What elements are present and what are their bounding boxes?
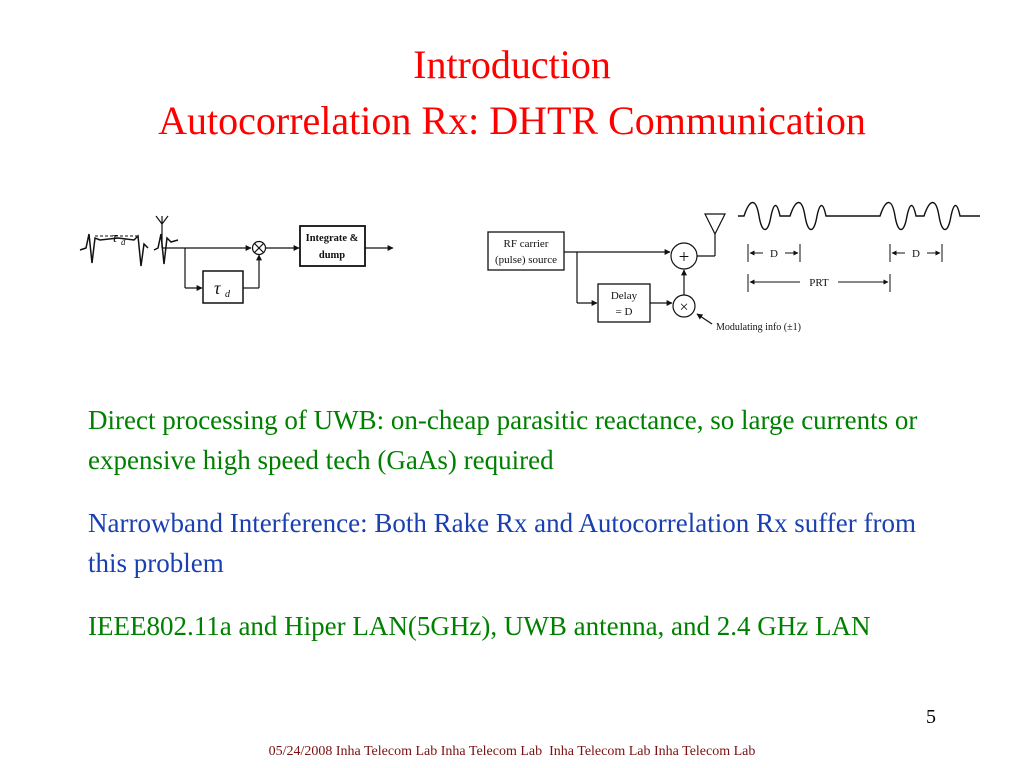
rf-source-label-2: (pulse) source: [495, 254, 557, 266]
page-number: 5: [926, 706, 936, 728]
slide-footer: 05/24/2008 Inha Telecom Lab Inha Telecom…: [268, 744, 756, 759]
integrate-dump-label-2: dump: [319, 250, 345, 261]
integrate-dump-label-1: Integrate &: [306, 233, 359, 244]
delay-block-symbol: τ: [214, 278, 221, 298]
delay-d-label-1: Delay: [611, 290, 638, 302]
dhtr-transmitter-diagram: RF carrier (pulse) source Delay = D + × …: [480, 196, 990, 336]
bullet-ieee-lan: IEEE802.11a and Hiper LAN(5GHz), UWB ant…: [88, 611, 871, 641]
waveform-delay-subscript: d: [121, 237, 126, 247]
received-pulse-waveform: [79, 233, 149, 267]
modulating-info-label: Modulating info (±1): [716, 322, 801, 333]
modulator-symbol: ×: [679, 299, 688, 316]
dhtr-transmitter-svg: RF carrier (pulse) source Delay = D + × …: [487, 201, 980, 333]
prt-label: PRT: [809, 277, 829, 289]
delay-block: [202, 270, 244, 304]
delay-d-label-2: = D: [616, 306, 633, 318]
rf-source-block: [487, 231, 565, 271]
slide-title-line1: Introduction: [413, 42, 611, 87]
antenna-icon: [155, 215, 169, 248]
waveform-delay-symbol: τ: [112, 230, 118, 246]
transmitted-pulse-waveform: [738, 201, 980, 231]
integrate-dump-block: [299, 225, 366, 267]
delay-d-block: [597, 283, 651, 323]
bullet-direct-processing: Direct processing of UWB: on-cheap paras…: [88, 405, 918, 475]
adder-symbol: +: [679, 247, 690, 268]
transmit-antenna-icon: [704, 213, 726, 236]
autocorrelation-rx-diagram: τ d τ d Integrate & dump: [78, 208, 403, 313]
delay-block-subscript: d: [225, 289, 231, 300]
slide-title-line2: Autocorrelation Rx: DHTR Communication: [158, 98, 866, 143]
d-label-2: D: [912, 248, 920, 260]
rf-source-label-1: RF carrier: [504, 238, 549, 250]
autocorrelation-rx-svg: τ d τ d Integrate & dump: [79, 215, 394, 304]
d-label-1: D: [770, 248, 778, 260]
bullet-narrowband-interference: Narrowband Interference: Both Rake Rx an…: [88, 508, 916, 578]
